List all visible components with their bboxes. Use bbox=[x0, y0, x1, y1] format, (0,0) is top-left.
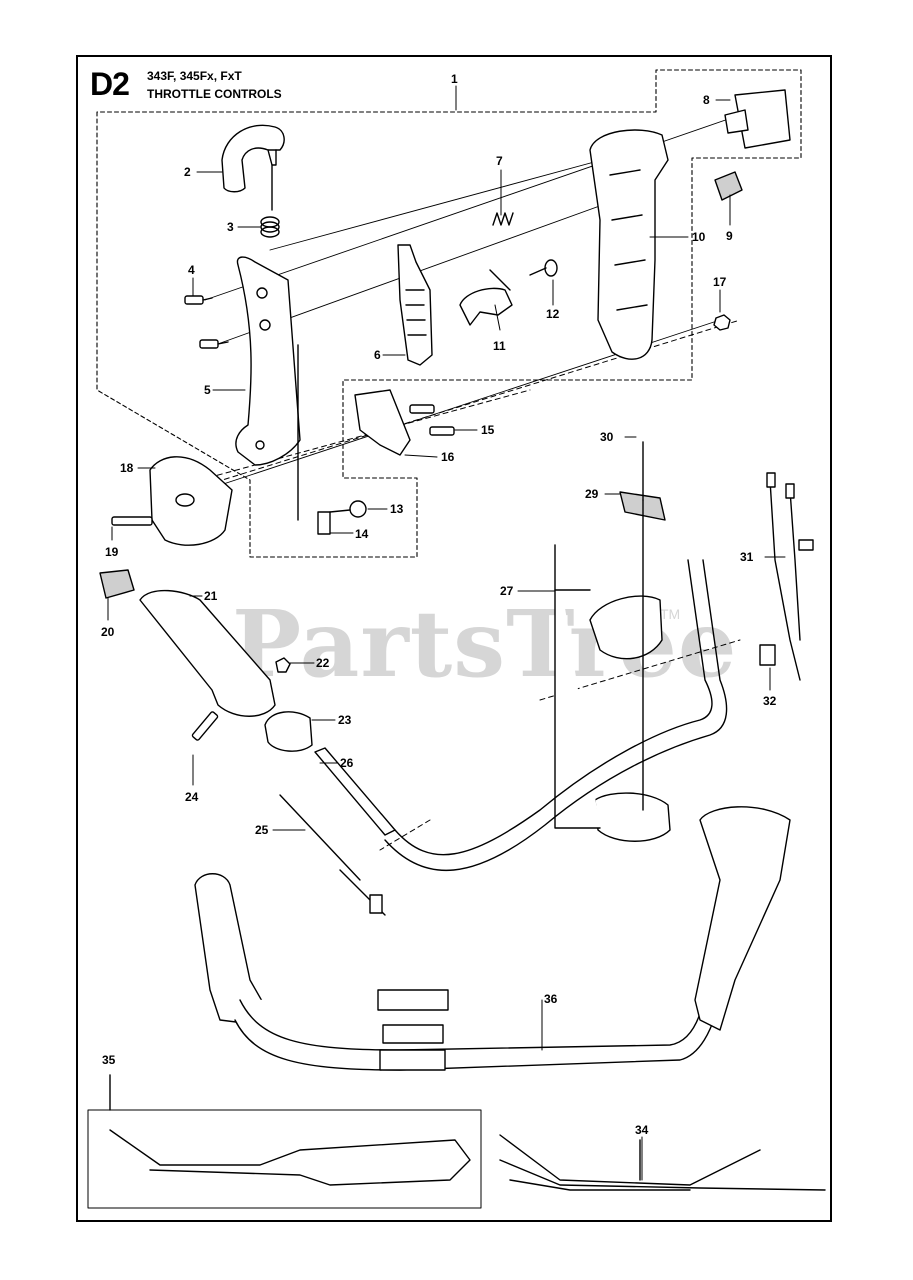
callout-27: 27 bbox=[500, 584, 514, 598]
part-32-clip bbox=[759, 644, 776, 666]
callout-17: 17 bbox=[713, 275, 727, 289]
callout-32: 32 bbox=[763, 694, 777, 708]
callout-29: 29 bbox=[585, 487, 599, 501]
callout-15: 15 bbox=[481, 423, 495, 437]
part-8-end-cap bbox=[724, 89, 791, 149]
callout-6: 6 bbox=[374, 348, 381, 362]
diagram-title: THROTTLE CONTROLS bbox=[147, 87, 282, 101]
callout-23: 23 bbox=[338, 713, 352, 727]
part-4-screws bbox=[184, 295, 229, 349]
callout-10: 10 bbox=[692, 230, 706, 244]
part-31-wire-harness bbox=[766, 472, 814, 681]
part-26-sleeve bbox=[314, 747, 396, 836]
callout-36: 36 bbox=[544, 992, 558, 1006]
callout-26: 26 bbox=[340, 756, 354, 770]
callout-19: 19 bbox=[105, 545, 119, 559]
part-14-clip bbox=[317, 511, 331, 535]
part-5-handle-half bbox=[235, 256, 301, 521]
callout-31: 31 bbox=[740, 550, 754, 564]
part-17-nut bbox=[713, 314, 731, 331]
callout-5: 5 bbox=[204, 383, 211, 397]
callout-12: 12 bbox=[546, 307, 560, 321]
part-25-cable bbox=[279, 794, 386, 916]
part-18-grip-end bbox=[149, 456, 233, 546]
callout-leaders bbox=[107, 85, 786, 1181]
callout-9: 9 bbox=[726, 229, 733, 243]
callout-labels: 1 2 3 4 5 6 7 8 9 10 11 12 13 14 15 16 1… bbox=[101, 72, 777, 1137]
callout-4: 4 bbox=[188, 263, 195, 277]
part-13-screw bbox=[329, 500, 367, 518]
callout-24: 24 bbox=[185, 790, 199, 804]
assembly-outline-1 bbox=[96, 69, 802, 558]
callout-35: 35 bbox=[102, 1053, 116, 1067]
callout-25: 25 bbox=[255, 823, 269, 837]
part-27-clamp bbox=[554, 544, 671, 842]
part-36-handle-assembly bbox=[194, 806, 791, 1071]
section-code: D2 bbox=[90, 66, 130, 102]
part-19-screw bbox=[111, 516, 153, 526]
callout-3: 3 bbox=[227, 220, 234, 234]
callout-21: 21 bbox=[204, 589, 218, 603]
part-6-trigger bbox=[397, 244, 433, 366]
part-12-pin bbox=[529, 259, 558, 277]
part-9-switch bbox=[714, 171, 743, 201]
callout-20: 20 bbox=[101, 625, 115, 639]
part-3-spring bbox=[260, 216, 280, 238]
callout-18: 18 bbox=[120, 461, 134, 475]
part-21-grip bbox=[139, 589, 276, 717]
part-20-switch-block bbox=[99, 569, 135, 599]
part-16-latch bbox=[354, 389, 411, 456]
callout-11: 11 bbox=[493, 339, 506, 353]
part-22-nut bbox=[275, 657, 291, 673]
model-list: 343F, 345Fx, FxT bbox=[147, 69, 242, 83]
part-10-handle-half bbox=[589, 129, 669, 360]
part-11-lever bbox=[459, 269, 513, 326]
callout-1: 1 bbox=[451, 72, 458, 86]
part-35-inset bbox=[87, 1074, 482, 1209]
part-2-lever bbox=[221, 124, 285, 211]
watermark-trademark: TM bbox=[660, 606, 681, 622]
callout-22: 22 bbox=[316, 656, 330, 670]
callout-13: 13 bbox=[390, 502, 404, 516]
handlebar-tube bbox=[384, 559, 728, 872]
part-7-spring bbox=[492, 212, 514, 226]
callout-34: 34 bbox=[635, 1123, 649, 1137]
callout-14: 14 bbox=[355, 527, 369, 541]
callout-30: 30 bbox=[600, 430, 614, 444]
part-23-clamp bbox=[264, 711, 313, 752]
callout-7: 7 bbox=[496, 154, 503, 168]
part-34-harness bbox=[499, 1134, 826, 1191]
callout-2: 2 bbox=[184, 165, 191, 179]
part-15-screws bbox=[409, 404, 455, 436]
diagram-frame bbox=[76, 55, 832, 1222]
callout-8: 8 bbox=[703, 93, 710, 107]
callout-16: 16 bbox=[441, 450, 455, 464]
part-24-bolt bbox=[191, 711, 219, 741]
